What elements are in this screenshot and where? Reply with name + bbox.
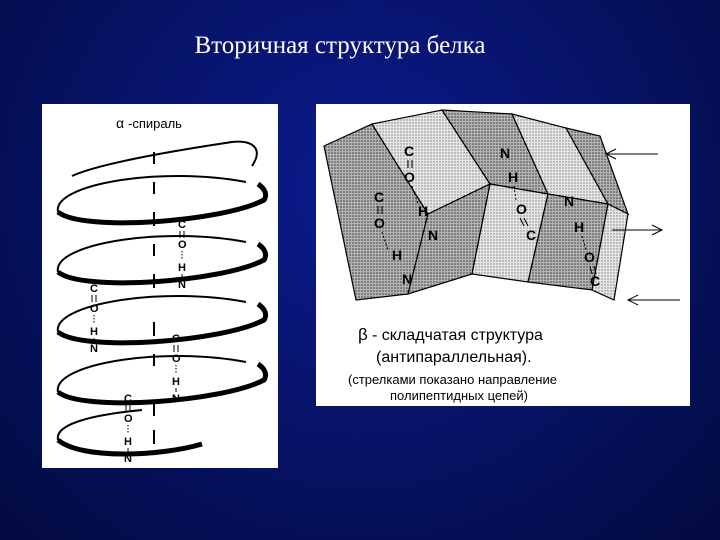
beta-sheet-panel: C O H N C O H N N H O C N H: [316, 104, 690, 406]
beta-label-line2: (антипараллельная).: [376, 349, 532, 366]
svg-text:N: N: [172, 393, 180, 405]
svg-text:C: C: [124, 393, 132, 405]
helix-coil: [56, 140, 269, 457]
svg-text:H: H: [574, 219, 584, 235]
svg-text:C: C: [404, 143, 414, 159]
svg-text:O: O: [584, 249, 595, 265]
svg-text:H: H: [172, 376, 180, 388]
svg-text:O: O: [516, 201, 527, 217]
svg-text:C: C: [172, 333, 180, 345]
svg-text:N: N: [428, 227, 438, 243]
strand-atoms-4: N H O C: [564, 193, 600, 289]
svg-text:N: N: [402, 271, 412, 287]
strand-atoms-3: N H O C: [500, 145, 536, 243]
hbond-group-2: C O H N: [90, 283, 99, 355]
svg-text:N: N: [90, 343, 98, 355]
svg-text:O: O: [178, 239, 187, 251]
svg-text:O: O: [374, 215, 385, 231]
beta-label-line1: - складчатая структура: [372, 327, 543, 344]
svg-text:C: C: [90, 283, 98, 295]
svg-text:O: O: [124, 413, 133, 425]
beta-symbol: β: [358, 325, 368, 344]
alpha-helix-panel: α -спираль: [42, 104, 278, 468]
alpha-label: -спираль: [128, 116, 182, 131]
svg-text:H: H: [124, 436, 132, 448]
hbond-group-3: C O H N: [172, 333, 181, 405]
svg-text:C: C: [526, 227, 536, 243]
svg-text:N: N: [564, 193, 574, 209]
hbond-group-1: C O H N: [178, 219, 187, 291]
svg-text:N: N: [124, 453, 132, 465]
hbond-group-4: C O H N: [124, 393, 133, 465]
beta-caption-line2: полипептидных цепей): [390, 388, 528, 403]
direction-arrows: [604, 148, 680, 306]
pleated-sheet: [323, 109, 630, 301]
svg-text:H: H: [178, 262, 186, 274]
svg-text:C: C: [374, 189, 384, 205]
svg-text:H: H: [508, 169, 518, 185]
svg-text:H: H: [90, 326, 98, 338]
beta-sheet-diagram: C O H N C O H N N H O C N H: [323, 109, 680, 403]
alpha-helix-diagram: α -спираль: [56, 115, 269, 465]
svg-text:O: O: [404, 169, 415, 185]
svg-text:O: O: [90, 303, 99, 315]
svg-text:H: H: [392, 247, 402, 263]
svg-text:N: N: [500, 145, 510, 161]
svg-text:O: O: [172, 353, 181, 365]
alpha-symbol: α: [116, 115, 124, 131]
svg-text:H: H: [418, 203, 428, 219]
slide-title: Вторичная структура белка: [194, 32, 486, 59]
svg-text:C: C: [590, 273, 600, 289]
svg-text:C: C: [178, 219, 186, 231]
svg-text:N: N: [178, 279, 186, 291]
strand-atoms-1: C O H N: [404, 143, 438, 243]
beta-caption-line1: (стрелками показано направление: [348, 372, 557, 387]
strand-atoms-2: C O H N: [374, 189, 412, 287]
